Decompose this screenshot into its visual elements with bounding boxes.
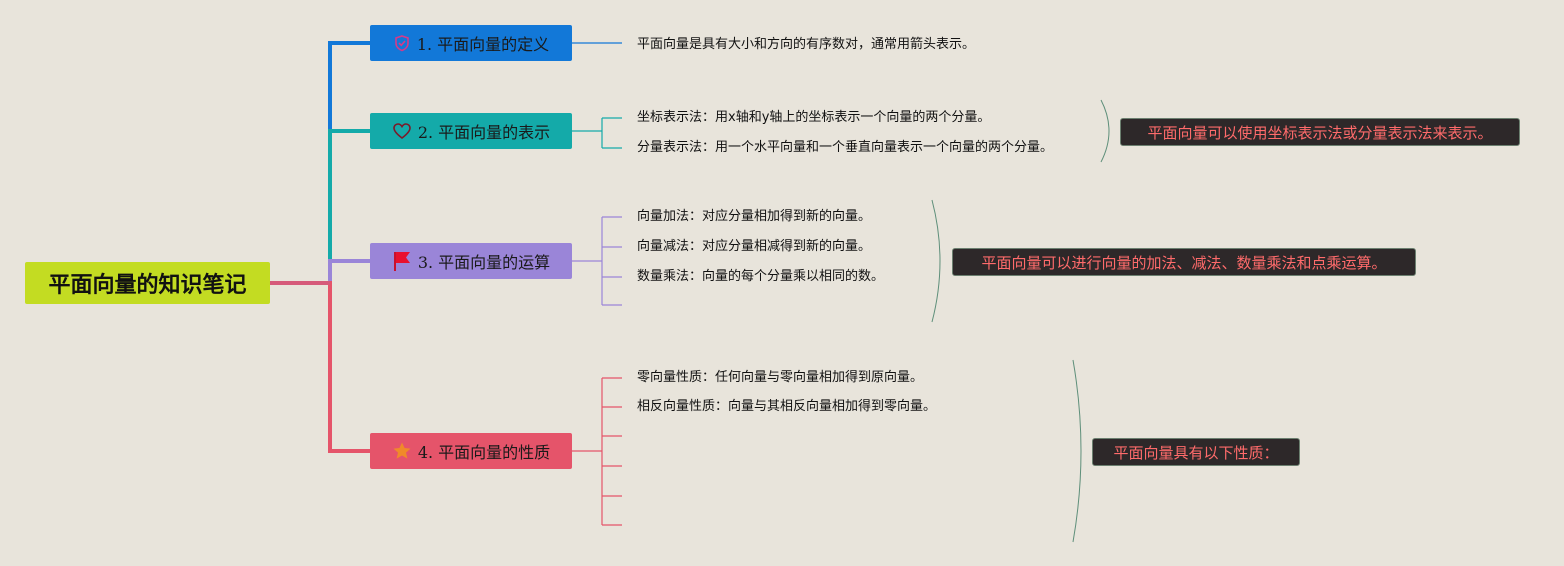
leaf-topic[interactable]: 相反向量性质：向量与其相反向量相加得到零向量。 [637, 399, 937, 414]
branch-connector [270, 41, 370, 285]
summary-bracket [1072, 359, 1082, 543]
branch-label: 2. 平面向量的表示 [417, 123, 551, 142]
leaf-topic[interactable]: 分量表示法：用一个水平向量和一个垂直向量表示一个向量的两个分量。 [637, 140, 1054, 155]
leaf-topic[interactable]: 向量加法：对应分量相加得到新的向量。 [637, 209, 872, 224]
flag-icon [392, 250, 412, 272]
branch-topic[interactable]: 1. 平面向量的定义 [370, 25, 572, 61]
leaf-topic[interactable]: 坐标表示法：用x轴和y轴上的坐标表示一个向量的两个分量。 [637, 110, 991, 125]
branch-connector [270, 259, 370, 285]
branch-topic[interactable]: 2. 平面向量的表示 [370, 113, 572, 149]
leaf-topic[interactable]: 数量乘法：向量的每个分量乘以相同的数。 [637, 269, 885, 284]
leaf-topic[interactable]: 向量减法：对应分量相减得到新的向量。 [637, 239, 872, 254]
root-topic[interactable]: 平面向量的知识笔记 [25, 262, 270, 304]
summary-topic[interactable]: 平面向量具有以下性质： [1092, 438, 1300, 466]
branch-label: 4. 平面向量的性质 [417, 443, 551, 462]
leaf-topic[interactable]: 零向量性质：任何向量与零向量相加得到原向量。 [637, 370, 924, 385]
heart-icon [392, 122, 412, 140]
branch-label: 3. 平面向量的运算 [417, 253, 551, 272]
branch-label: 1. 平面向量的定义 [416, 35, 550, 54]
summary-topic[interactable]: 平面向量可以使用坐标表示法或分量表示法来表示。 [1120, 118, 1520, 146]
shield-icon [393, 34, 411, 52]
star-icon [392, 441, 412, 461]
summary-topic[interactable]: 平面向量可以进行向量的加法、减法、数量乘法和点乘运算。 [952, 248, 1416, 276]
summary-bracket [1100, 99, 1110, 163]
branch-topic[interactable]: 4. 平面向量的性质 [370, 433, 572, 469]
leaf-topic[interactable]: 平面向量是具有大小和方向的有序数对，通常用箭头表示。 [637, 37, 976, 52]
branch-connector [270, 281, 370, 453]
summary-bracket [931, 199, 941, 323]
branch-topic[interactable]: 3. 平面向量的运算 [370, 243, 572, 279]
